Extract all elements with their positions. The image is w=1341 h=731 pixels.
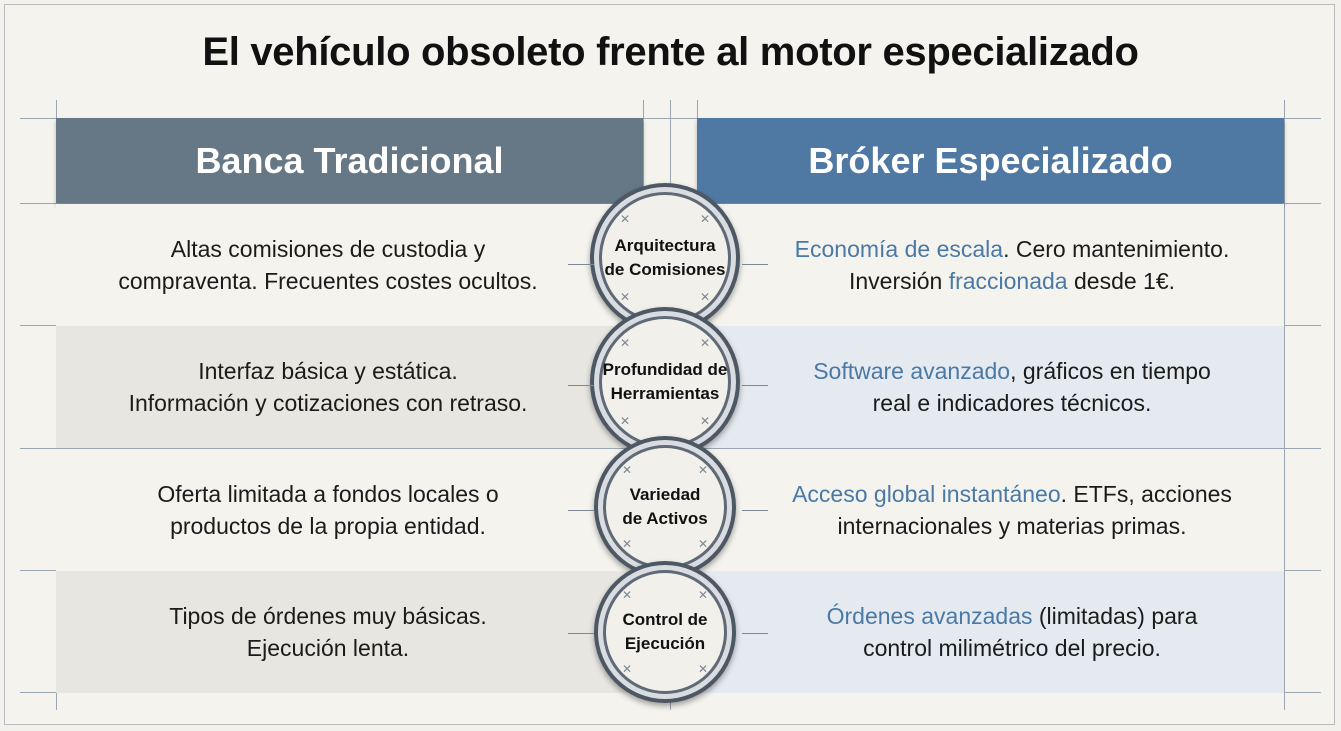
- cross-mark-icon: ✕: [620, 336, 631, 350]
- cross-mark-icon: ✕: [620, 414, 631, 428]
- specialized-broker-cell: Órdenes avanzadas (limitadas) para contr…: [740, 571, 1284, 693]
- cell-text: Inversión: [848, 268, 949, 294]
- row-background: [56, 571, 670, 693]
- connector-tick: [568, 510, 594, 511]
- connector-tick: [568, 385, 594, 386]
- category-circle-activos: Variedad de Activos ✕ ✕ ✕ ✕: [594, 436, 736, 578]
- cross-mark-icon: ✕: [700, 212, 711, 226]
- highlight-text: fraccionada: [948, 268, 1068, 294]
- connector-tick: [742, 633, 768, 634]
- circle-label-line: Ejecución: [624, 634, 706, 653]
- cross-mark-icon: ✕: [700, 290, 711, 304]
- circle-label: Arquitectura de Comisiones: [602, 195, 728, 321]
- cross-mark-icon: ✕: [622, 662, 633, 676]
- cross-mark-icon: ✕: [622, 537, 633, 551]
- category-circle-herramientas: Profundidad de Herramientas ✕ ✕ ✕ ✕: [590, 307, 740, 457]
- specialized-broker-cell: Software avanzado, gráficos en tiempo re…: [740, 326, 1284, 448]
- circle-label-line: Profundidad de: [602, 360, 728, 379]
- connector-tick: [568, 633, 594, 634]
- cell-text: (limitadas) para: [1032, 603, 1198, 629]
- highlight-text: Órdenes avanzadas: [826, 603, 1033, 629]
- row-background: [56, 204, 670, 326]
- row-background: [670, 571, 1284, 693]
- circle-label: Variedad de Activos: [606, 448, 724, 566]
- cross-mark-icon: ✕: [620, 290, 631, 304]
- connector-tick: [742, 510, 768, 511]
- row-background: [670, 204, 1284, 326]
- circle-label-line: Variedad: [629, 485, 701, 504]
- category-circle-ejecucion: Control de Ejecución ✕ ✕ ✕ ✕: [594, 561, 736, 703]
- grid-line: [643, 100, 644, 200]
- highlight-text: Software avanzado: [813, 358, 1011, 384]
- row-background: [670, 326, 1284, 448]
- circle-label-line: Herramientas: [610, 384, 720, 403]
- cell-line: Tipos de órdenes muy básicas.: [169, 603, 487, 629]
- cross-mark-icon: ✕: [620, 212, 631, 226]
- traditional-bank-cell: Oferta limitada a fondos locales o produ…: [56, 449, 600, 571]
- row-background: [56, 326, 670, 448]
- traditional-bank-cell: Interfaz básica y estática. Información …: [56, 326, 600, 448]
- cell-line: Ejecución lenta.: [246, 635, 410, 661]
- row-background: [56, 449, 670, 571]
- cell-line: Altas comisiones de custodia y: [170, 236, 486, 262]
- cell-line: compraventa. Frecuentes costes ocultos.: [118, 268, 538, 294]
- highlight-text: Economía de escala: [794, 236, 1004, 262]
- circle-label-line: Control de: [622, 610, 708, 629]
- specialized-broker-cell: Acceso global instantáneo. ETFs, accione…: [740, 449, 1284, 571]
- cell-line: control milimétrico del precio.: [863, 635, 1161, 661]
- cross-mark-icon: ✕: [698, 662, 709, 676]
- cell-line: Interfaz básica y estática.: [198, 358, 458, 384]
- circle-label: Control de Ejecución: [606, 573, 724, 691]
- cross-mark-icon: ✕: [698, 537, 709, 551]
- page-title: El vehículo obsoleto frente al motor esp…: [202, 30, 1139, 74]
- specialized-broker-cell: Economía de escala. Cero mantenimiento. …: [740, 204, 1284, 326]
- cross-mark-icon: ✕: [622, 463, 633, 477]
- circle-label-line: de Comisiones: [604, 260, 726, 279]
- cross-mark-icon: ✕: [622, 588, 633, 602]
- header-broker-especializado: Bróker Especializado: [697, 118, 1284, 203]
- cell-line: Información y cotizaciones con retraso.: [128, 390, 528, 416]
- cell-text: , gráficos en tiempo: [1010, 358, 1211, 384]
- cross-mark-icon: ✕: [698, 463, 709, 477]
- highlight-text: Acceso global instantáneo: [792, 481, 1061, 507]
- circle-label-line: de Activos: [622, 509, 708, 528]
- connector-tick: [742, 264, 768, 265]
- connector-tick: [568, 264, 594, 265]
- cell-text: . Cero mantenimiento.: [1003, 236, 1230, 262]
- grid-line: [1284, 100, 1285, 710]
- cell-line: Oferta limitada a fondos locales o: [157, 481, 499, 507]
- traditional-bank-cell: Altas comisiones de custodia y compraven…: [56, 204, 600, 326]
- row-background: [670, 449, 1284, 571]
- traditional-bank-cell: Tipos de órdenes muy básicas. Ejecución …: [56, 571, 600, 693]
- cross-mark-icon: ✕: [700, 336, 711, 350]
- cell-line: real e indicadores técnicos.: [872, 390, 1152, 416]
- cell-text: . ETFs, acciones: [1060, 481, 1232, 507]
- circle-label: Profundidad de Herramientas: [602, 319, 728, 445]
- header-banca-tradicional: Banca Tradicional: [56, 118, 643, 203]
- cell-text: desde 1€.: [1067, 268, 1176, 294]
- cross-mark-icon: ✕: [700, 414, 711, 428]
- circle-label-line: Arquitectura: [614, 236, 716, 255]
- cell-line: internacionales y materias primas.: [837, 513, 1187, 539]
- connector-tick: [742, 385, 768, 386]
- cross-mark-icon: ✕: [698, 588, 709, 602]
- cell-line: productos de la propia entidad.: [170, 513, 486, 539]
